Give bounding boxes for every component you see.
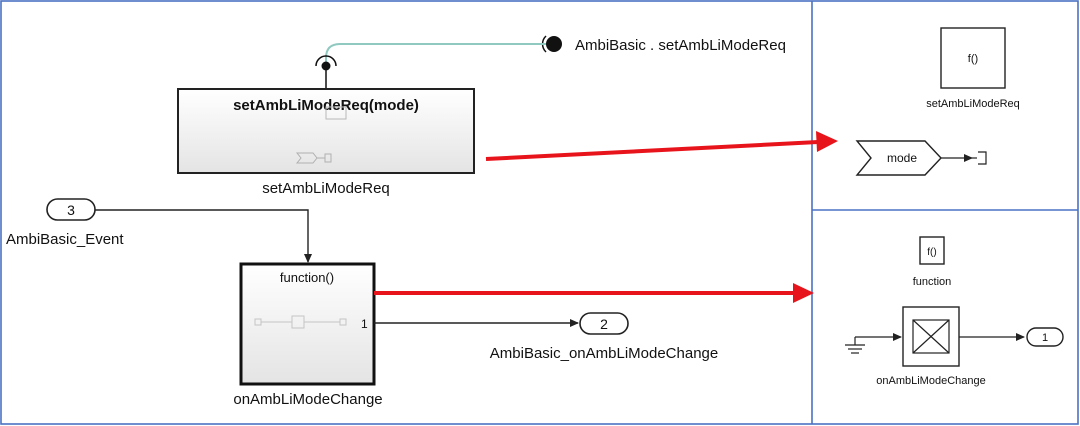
function-block[interactable]: function() 1: [239, 262, 376, 386]
function-block-title: function(): [280, 270, 334, 285]
function-block-port-number: 1: [361, 317, 368, 331]
trigger-block-setmode[interactable]: f(): [940, 27, 1006, 89]
message-subsystem-name: onAmbLiModeChange: [876, 375, 985, 387]
trigger-connection-line[interactable]: [325, 43, 546, 66]
envelope-cross-icon: [912, 319, 950, 354]
function-trigger-glyph: f(): [927, 247, 936, 258]
arg-in-mode[interactable]: mode: [855, 140, 942, 176]
inner-subsystem-icon: [254, 315, 347, 329]
highlight-arrow-bottom: [374, 283, 814, 303]
setmode-block-name: setAmbLiModeReq: [262, 180, 390, 197]
inport-event-label: AmbiBasic_Event: [6, 231, 124, 248]
function-block-name: onAmbLiModeChange: [233, 391, 382, 408]
inport-event[interactable]: 3: [46, 198, 96, 221]
arg-in-label: mode: [887, 151, 917, 165]
ground-icon: [845, 337, 865, 354]
outport-one-number: 1: [1042, 332, 1048, 344]
block-placeholder-icon: [325, 106, 347, 120]
outport-change-number: 2: [600, 316, 608, 332]
trigger-port[interactable]: AmbiBasic . setAmbLiModeReq: [541, 35, 786, 54]
event-signal-line[interactable]: [95, 209, 312, 263]
message-subsystem[interactable]: [902, 306, 960, 367]
setmode-block[interactable]: setAmbLiModeReq(mode): [177, 88, 475, 174]
terminator-icon: [972, 151, 987, 165]
inport-event-number: 3: [67, 202, 75, 218]
arg-inport-icon: [295, 152, 332, 164]
trigger-block-glyph: f(): [968, 53, 978, 65]
highlight-arrow-top: [485, 131, 838, 161]
trigger-block-function[interactable]: f(): [919, 236, 945, 265]
setmode-block-title: setAmbLiModeReq(mode): [233, 97, 419, 114]
outport-one[interactable]: 1: [1026, 327, 1064, 347]
function-trigger-name: function: [913, 276, 952, 288]
outport-change[interactable]: 2: [579, 312, 629, 335]
trigger-input-icon: [315, 55, 337, 89]
trigger-block-name: setAmbLiModeReq: [926, 98, 1020, 110]
outport-change-label: AmbiBasic_onAmbLiModeChange: [490, 345, 718, 362]
trigger-port-label: AmbiBasic . setAmbLiModeReq: [575, 37, 786, 54]
